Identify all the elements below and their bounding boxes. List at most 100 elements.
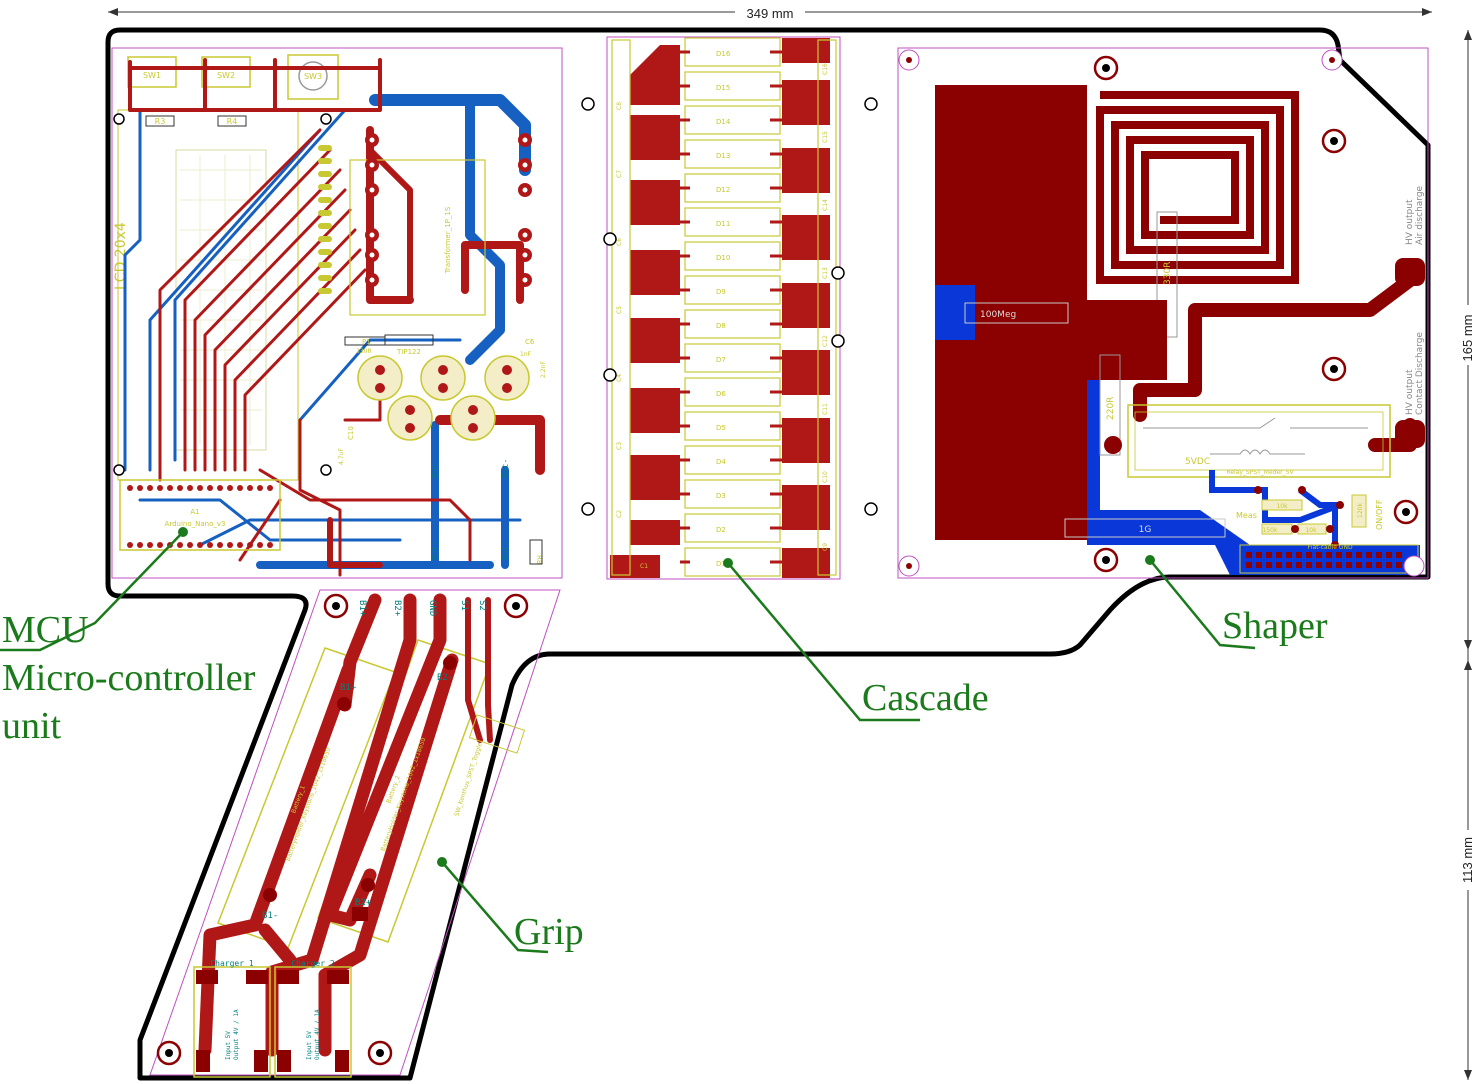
mcu-callout-line2: Micro-controller xyxy=(2,657,256,699)
sw2-label: SW2 xyxy=(217,71,235,80)
r220-label: 220R xyxy=(1106,397,1116,420)
transformer-outline xyxy=(349,159,486,316)
shaper-section: 330R 220R Relay_SPST_Meder_5V 5VDC 100Me… xyxy=(897,47,1429,579)
cap-label: C3 xyxy=(616,442,623,450)
r4-label: R4 xyxy=(227,117,238,126)
r330-shaper-label: 330R xyxy=(1163,262,1173,285)
hv-air-label-1: HV output xyxy=(1405,199,1415,245)
charger2-input: Input 5V xyxy=(306,1031,313,1060)
100meg-label: 100Meg xyxy=(980,310,1016,320)
diode-label: D5 xyxy=(716,424,726,432)
diode-label: D12 xyxy=(716,186,730,194)
a1-label: A1 xyxy=(190,508,199,516)
diode-label: D3 xyxy=(716,492,726,500)
charger1-input: Input 5V xyxy=(225,1031,232,1060)
cap-labels-right: C16 C15 C14 C13 C12 C11 C10 C9 xyxy=(822,63,829,551)
cap-22-label: 2.2nF xyxy=(540,361,547,378)
sw1-label: SW1 xyxy=(143,71,161,80)
transformer-label: Transformer_1P_1S xyxy=(444,206,452,274)
relay-label: Relay_SPST_Meder_5V xyxy=(1226,469,1294,476)
diode-label: D9 xyxy=(716,288,726,296)
sw2-outline xyxy=(201,56,251,88)
cap-label: C4 xyxy=(616,374,623,382)
diode-labels: D16 D15 D14 D13 D12 D11 D10 D9 D8 D7 D6 … xyxy=(716,50,731,568)
gnd-top-label: GND xyxy=(427,600,437,616)
tip122-label: TIP122 xyxy=(396,348,421,356)
arduino-outline xyxy=(119,479,281,551)
s2-top-label: S2 xyxy=(477,600,487,611)
callout-leaders xyxy=(0,531,1256,954)
diode-label: D7 xyxy=(716,356,726,364)
grip-callout-dot xyxy=(437,857,447,867)
height-lower-label: 113 mm xyxy=(1460,837,1475,883)
cap-47u-label: 4.7uF xyxy=(338,448,345,465)
diode-label: D14 xyxy=(716,118,731,126)
cascade-right-caps xyxy=(782,38,830,578)
shaper-callout: Shaper xyxy=(1222,605,1328,647)
charger2-label: Charger 2 xyxy=(291,959,335,968)
cap-label: C1 xyxy=(640,563,648,570)
lcd-outline xyxy=(117,109,299,481)
out-minus-label-2: Out- xyxy=(501,459,510,478)
5vdc-label: 5VDC xyxy=(1185,457,1210,467)
cap-label: C9 xyxy=(822,543,829,551)
cascade-section: D16 D15 D14 D13 D12 D11 D10 D9 D8 D7 D6 … xyxy=(581,36,878,580)
out-plus-label: Out+ xyxy=(431,541,440,560)
cascade-callout: Cascade xyxy=(862,677,989,719)
electrolytic-caps xyxy=(357,355,530,441)
mcu-callout-line1: MCU xyxy=(2,609,89,651)
mcu-callout-dot xyxy=(178,527,188,537)
diode-label: D13 xyxy=(716,152,730,160)
cap-label: C2 xyxy=(616,510,623,518)
shaper-mount-holes xyxy=(898,49,1425,577)
diode-label: D16 xyxy=(716,50,731,58)
1g-label: 1G xyxy=(1139,525,1152,535)
10k-b-label: 10k xyxy=(1305,527,1317,534)
charger1-output: Output 4V / 1A xyxy=(233,1009,240,1060)
relay-outline xyxy=(1127,404,1391,478)
diode-label: D6 xyxy=(716,390,726,398)
r330-label: 330R xyxy=(356,348,372,355)
c6-label: C6 xyxy=(525,338,535,346)
cascade-left-caps xyxy=(610,45,680,578)
s1-top-label: S1 xyxy=(459,600,469,611)
charger-1: Charger 1 Input 5V Output 4V / 1A xyxy=(193,959,271,1078)
cascade-callout-dot xyxy=(723,558,733,568)
dimension-width: 349 mm xyxy=(108,3,1432,21)
out-plus-label-2: Out+ xyxy=(501,541,510,560)
hv-air-label-2: Air discharge xyxy=(1415,185,1425,245)
r8-label: R8 xyxy=(535,555,543,564)
spiral-coil xyxy=(1096,91,1299,284)
cap-label: C8 xyxy=(616,102,623,110)
b2plus-label: B2+ xyxy=(355,898,372,908)
diode-label: D4 xyxy=(716,458,726,466)
dimension-height: 165 mm 113 mm xyxy=(1460,30,1476,1080)
cap-1n-label: 1nF xyxy=(520,351,532,358)
cap-label: C6 xyxy=(616,238,623,246)
hv-contact-label-2: Contact Discharge xyxy=(1415,332,1425,415)
cap-label: C16 xyxy=(822,63,829,75)
p1-label: P1 xyxy=(362,338,371,346)
b1minus-label: B1- xyxy=(262,911,278,921)
shaper-callout-dot xyxy=(1145,555,1155,565)
cap-label: C12 xyxy=(822,335,829,347)
diode-label: D10 xyxy=(716,254,730,262)
cap-label: C5 xyxy=(616,306,623,314)
cap-label: C11 xyxy=(822,403,829,415)
b2minus-label: B2- xyxy=(437,673,453,683)
10k-a-label: 10k xyxy=(1276,503,1288,510)
diode-label: D2 xyxy=(716,526,726,534)
cap-label: C7 xyxy=(616,170,623,178)
sw3-label: SW3 xyxy=(304,72,322,81)
b1plus-top-label: B1+ xyxy=(357,600,367,617)
grip-callout: Grip xyxy=(514,911,584,953)
meas-label: Meas xyxy=(1236,511,1257,520)
hv-contact-label-1: HV output xyxy=(1405,369,1415,415)
charger2-output: Output 4V / 1A xyxy=(314,1009,321,1060)
diode-label: D1 xyxy=(716,560,726,568)
c10-label: C10 xyxy=(347,426,355,440)
cap-label: C14 xyxy=(822,199,829,211)
cap-labels-left: C8 C7 C6 C5 C4 C3 C2 C1 xyxy=(616,102,648,570)
width-dimension-label: 349 mm xyxy=(747,6,794,21)
